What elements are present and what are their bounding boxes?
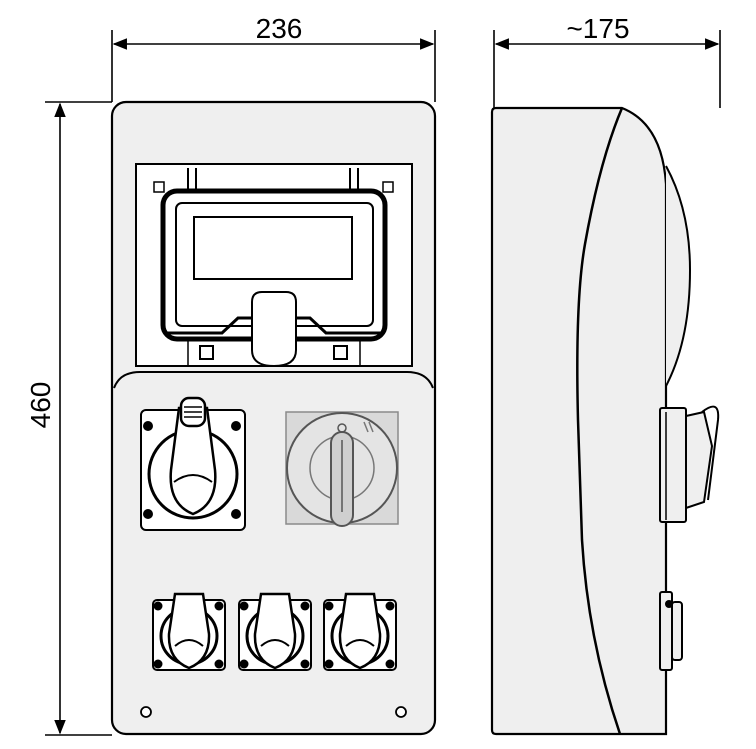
side-cee-socket: [659, 405, 720, 523]
front-view: [110, 100, 437, 736]
schuko-socket: [323, 592, 397, 671]
width-dimension: [111, 30, 436, 102]
cover-profile: [665, 165, 692, 387]
depth-label: ~175: [566, 13, 629, 44]
schuko-socket: [152, 592, 226, 671]
side-contour: [576, 107, 624, 735]
mounting-hole: [395, 706, 407, 718]
mounting-hole: [140, 706, 152, 718]
side-switch: [659, 591, 683, 671]
height-label: 460: [25, 382, 56, 429]
depth-dimension: [493, 30, 721, 108]
width-label: 236: [256, 13, 303, 44]
schuko-sockets: [152, 592, 397, 671]
front-divider: [113, 371, 434, 389]
main-switch: [285, 411, 399, 527]
height-dimension: [45, 101, 112, 736]
side-view: [490, 106, 720, 736]
schuko-socket: [238, 592, 312, 671]
cover-latch: [251, 291, 297, 368]
cee-socket: [140, 396, 246, 531]
